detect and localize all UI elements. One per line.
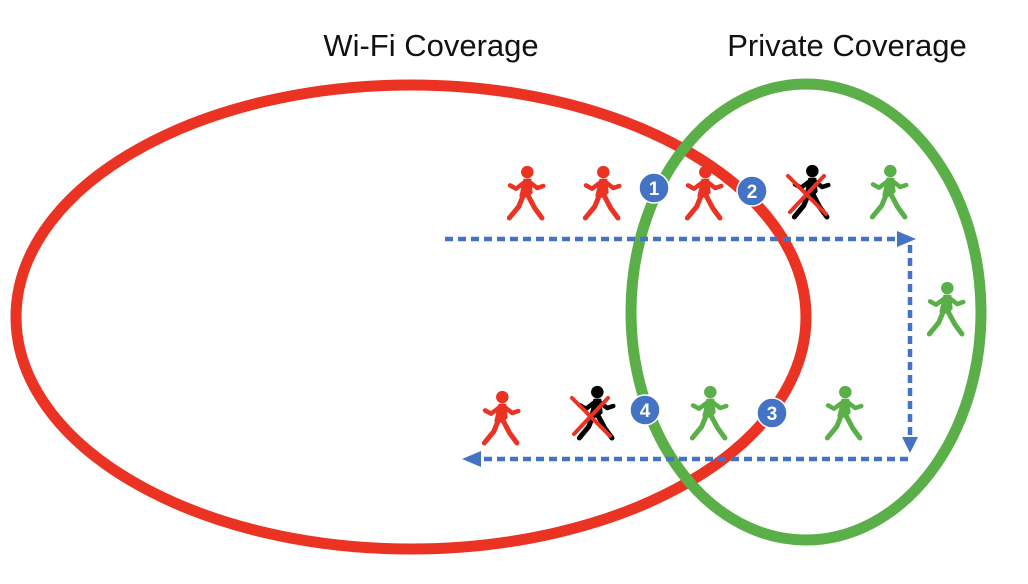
wifi-coverage-label: Wi-Fi Coverage xyxy=(323,28,538,63)
arrowhead-icon xyxy=(902,437,918,453)
walking-person-icon xyxy=(872,165,906,216)
walking-person-icon xyxy=(692,386,726,437)
arrowhead-icon xyxy=(462,451,481,467)
walking-person-icon xyxy=(585,166,619,217)
svg-text:3: 3 xyxy=(767,404,778,425)
walking-person-icon xyxy=(929,282,963,333)
svg-text:2: 2 xyxy=(747,182,758,203)
private-coverage-label: Private Coverage xyxy=(727,28,967,63)
svg-text:1: 1 xyxy=(649,179,660,200)
walking-person-icon xyxy=(827,386,861,437)
svg-text:4: 4 xyxy=(640,401,651,422)
handover-marker-3: 3 xyxy=(756,397,788,429)
handover-marker-1: 1 xyxy=(638,172,670,204)
movement-path xyxy=(445,236,913,462)
handover-marker-2: 2 xyxy=(736,175,768,207)
handover-marker-4: 4 xyxy=(629,394,661,426)
arrowhead-icon xyxy=(897,231,916,247)
walking-person-icon xyxy=(509,166,543,217)
wifi-coverage-area xyxy=(10,79,812,555)
walking-person-icon xyxy=(484,391,518,442)
private-coverage-area xyxy=(625,78,987,546)
